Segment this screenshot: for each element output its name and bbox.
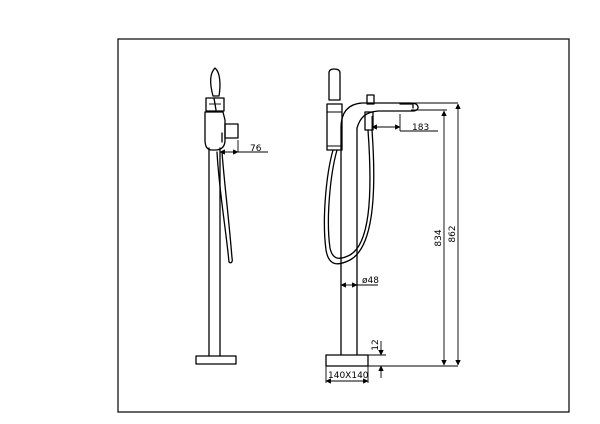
- front-spout-body: [340, 102, 419, 129]
- front-view: 183 ø48 834 862 12 140X140: [323, 68, 461, 384]
- side-valve-body: [204, 111, 226, 151]
- side-spout-cap: [205, 97, 225, 112]
- dim-pipe-diameter: ø48: [362, 276, 379, 286]
- front-hose: [323, 129, 375, 265]
- dim-spout-reach: 183: [412, 123, 429, 133]
- front-hand-shower: [328, 68, 341, 101]
- side-lever-handle: [224, 123, 239, 139]
- front-riser-pipe: [340, 127, 358, 356]
- side-riser-pipe: [208, 147, 221, 357]
- side-view: 76: [195, 67, 268, 365]
- front-lever: [366, 94, 375, 105]
- side-hand-shower: [209, 67, 221, 97]
- front-base-plate: [325, 354, 369, 367]
- drawing-border: [117, 38, 570, 413]
- dim-base-size: 140X140: [328, 371, 369, 381]
- dim-side-depth: 76: [250, 144, 262, 154]
- side-hose: [216, 151, 233, 264]
- side-base-plate: [195, 355, 237, 365]
- dim-spout-height: 834: [434, 229, 444, 246]
- dim-base-thickness: 12: [371, 339, 381, 350]
- dim-total-height: 862: [448, 225, 458, 242]
- front-shower-holder: [326, 103, 343, 151]
- front-hose-inner: [327, 129, 371, 259]
- front-diverter: [364, 111, 374, 131]
